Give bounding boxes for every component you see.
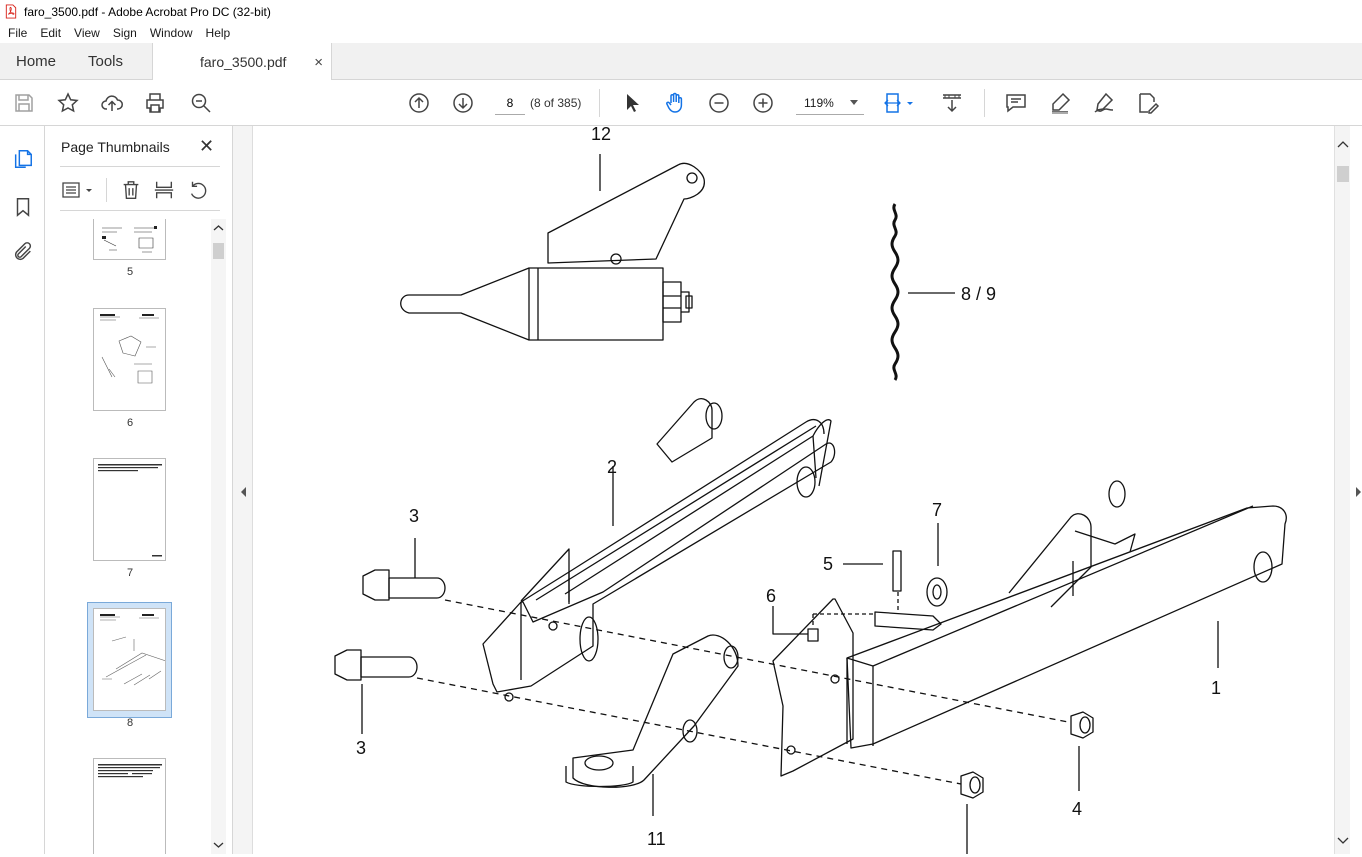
comment-icon[interactable] [1003, 90, 1029, 116]
document-viewport[interactable]: 12 8 / 9 2 7 3 5 6 1 3 4 11 [253, 126, 1334, 854]
zoom-out-icon[interactable] [706, 90, 732, 116]
tab-home[interactable]: Home [16, 53, 57, 70]
thumbnail-label: 6 [126, 417, 134, 429]
title-bar: faro_3500.pdf - Adobe Acrobat Pro DC (32… [0, 0, 1362, 23]
page-thumbnails-icon[interactable] [10, 146, 36, 172]
previous-page-icon[interactable] [406, 90, 432, 116]
window-title: faro_3500.pdf - Adobe Acrobat Pro DC (32… [24, 4, 271, 19]
close-tab-icon[interactable]: × [314, 53, 323, 71]
zoom-level-value: 119% [804, 95, 834, 110]
page-number-input[interactable] [495, 91, 525, 115]
chevron-down-icon [850, 100, 858, 105]
callout-12: 12 [591, 126, 611, 144]
thumbnail-label: 5 [126, 266, 134, 278]
toolbar [0, 80, 1362, 126]
callout-4: 4 [1072, 799, 1082, 819]
zoom-in-icon[interactable] [750, 90, 776, 116]
tab-document-label: faro_3500.pdf [200, 54, 287, 70]
insert-page-icon[interactable] [152, 178, 176, 202]
callout-11: 11 [647, 829, 666, 849]
print-icon[interactable] [142, 90, 168, 116]
thumbnail-options-icon[interactable] [61, 178, 95, 202]
menu-sign[interactable]: Sign [112, 26, 137, 40]
zoom-level-dropdown[interactable]: 119% [796, 91, 864, 115]
page-thumbnail[interactable] [93, 308, 166, 411]
callout-8-9: 8 / 9 [961, 284, 996, 304]
collapse-panel-handle[interactable] [233, 126, 253, 854]
callout-7: 7 [932, 500, 942, 520]
attachments-paperclip-icon[interactable] [10, 239, 36, 265]
thumbnail-label: 7 [126, 567, 134, 579]
select-cursor-icon[interactable] [619, 90, 645, 116]
page-count: (8 of 385) [530, 96, 582, 110]
right-panel-handle[interactable] [1350, 126, 1362, 854]
menu-bar: File Edit View Sign Window Help [0, 23, 1362, 43]
page-thumbnails-panel: Page Thumbnails ✕ 5 6 7 8 [45, 126, 233, 854]
page-thumbnail-selected[interactable] [93, 608, 166, 711]
highlight-pen-icon[interactable] [1047, 90, 1073, 116]
menu-help[interactable]: Help [205, 26, 231, 40]
document-scrollbar[interactable] [1334, 126, 1350, 854]
fill-sign-icon[interactable] [1091, 90, 1117, 116]
callout-3-lower: 3 [356, 738, 366, 758]
bookmarks-icon[interactable] [10, 194, 36, 220]
tab-tools[interactable]: Tools [88, 53, 124, 70]
page-thumbnail[interactable] [93, 758, 166, 854]
edit-pdf-icon[interactable] [1135, 90, 1161, 116]
thumbnail-scrollbar[interactable] [211, 219, 226, 854]
callout-6: 6 [766, 586, 776, 606]
close-panel-icon[interactable]: ✕ [199, 136, 215, 156]
callout-5: 5 [823, 554, 833, 574]
callout-2: 2 [607, 457, 617, 477]
page-thumbnail[interactable] [93, 219, 166, 260]
upload-cloud-icon[interactable] [99, 90, 125, 116]
save-icon[interactable] [11, 90, 37, 116]
next-page-icon[interactable] [450, 90, 476, 116]
page-fit-icon[interactable] [882, 90, 918, 116]
parts-diagram: 12 8 / 9 2 7 3 5 6 1 3 4 11 [334, 126, 1287, 854]
callout-3-upper: 3 [409, 506, 419, 526]
zoom-search-icon[interactable] [188, 90, 214, 116]
thumbnail-list: 5 6 7 8 [60, 219, 212, 854]
tab-bar: Home Tools faro_3500.pdf × [0, 43, 1362, 81]
menu-file[interactable]: File [8, 26, 28, 40]
page-thumbnail[interactable] [93, 458, 166, 561]
pdf-file-icon [5, 4, 17, 19]
hand-tool-icon[interactable] [662, 90, 688, 116]
scrolling-mode-icon[interactable] [939, 90, 965, 116]
thumbnail-label: 8 [126, 717, 134, 729]
menu-edit[interactable]: Edit [40, 26, 62, 40]
menu-window[interactable]: Window [149, 26, 193, 40]
callout-1: 1 [1211, 678, 1221, 698]
bookmark-star-icon[interactable] [55, 90, 81, 116]
panel-title: Page Thumbnails [61, 139, 170, 155]
rotate-page-icon[interactable] [186, 178, 210, 202]
navigation-rail [0, 126, 45, 854]
menu-view[interactable]: View [74, 26, 100, 40]
delete-page-icon[interactable] [119, 178, 143, 202]
tab-document[interactable]: faro_3500.pdf × [152, 43, 332, 81]
